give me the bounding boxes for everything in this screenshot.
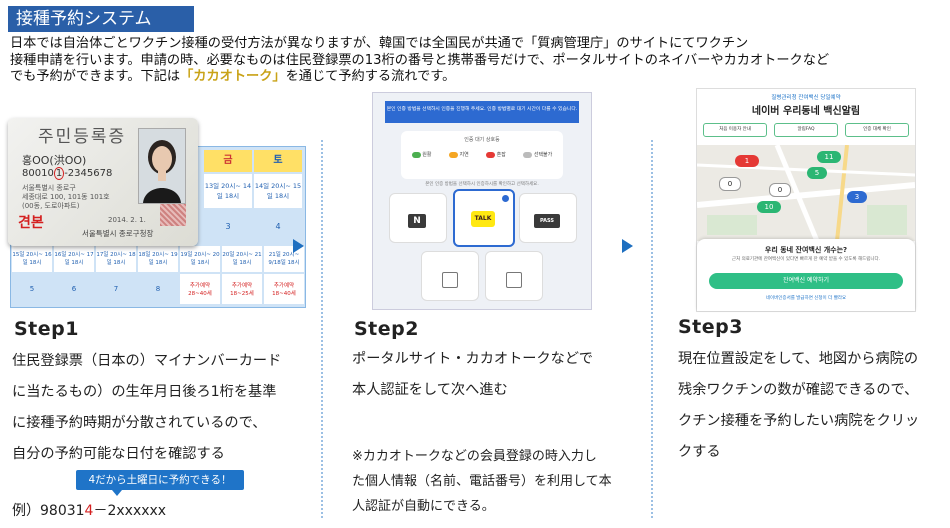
bank-icon [506,272,522,288]
auth-prompt: 본인 인증 방법을 선택하시 인증하시를 확인하고 선택하세요. [425,182,539,187]
id-card-issuer: 서울특별시 종로구청장 [82,229,154,238]
calendar-cell: 3 [204,210,252,244]
step2-description: ポータルサイト・カカオトークなどで本人認証をして次へ進む [352,351,593,398]
calendar-row: 15일 20시~ 16일 18시 16일 20시~ 17일 18시 17일 20… [12,246,304,272]
calendar-cell: 추가예약 28~40세 [180,274,220,304]
step3-description: 現在位置設定をして、地図から病院の残余ワクチンの数が確認できるので、クチン接種を… [678,351,920,460]
status-legend: 원활 지연 혼잡 선택불가 [403,151,561,158]
naver-auth-option[interactable]: N [389,193,447,243]
calendar-cell: 8 [138,274,178,304]
badge-pointer [112,490,122,496]
reserve-button[interactable]: 잔여백신 예약하기 [709,273,903,289]
kakaotalk-highlight: 「カカオトーク」 [180,69,286,84]
step2-title: Step2 [354,318,419,340]
step1-title: Step1 [14,318,79,340]
pass-auth-option[interactable]: PASS [519,193,577,243]
step3-title: Step3 [678,316,743,338]
status-legend-panel [401,131,563,179]
tab-faq[interactable]: 알림FAQ [774,123,838,137]
calendar-cell: 16일 20시~ 17일 18시 [54,246,94,272]
id-photo [138,128,186,204]
kakao-auth-option[interactable]: TALK [453,189,515,247]
naver-logo-icon: N [408,214,426,228]
next-arrow-icon [293,239,304,253]
calendar-cell: 19일 20시~ 20일 18시 [180,246,220,272]
selected-check-icon [502,195,509,202]
auth-banner: 본인 인증 방법을 선택하시 인증을 진행해 주세요. 인증 방법별로 대기 시… [385,101,579,123]
intro-line-1: 日本では自治体ごとワクチン接種の受付方法が異なりますが、韓国では全国民が共通で「… [10,36,749,51]
intro-text: 日本では自治体ごとワクチン接種の受付方法が異なりますが、韓国では全国民が共通で「… [10,36,940,86]
legend-item: 지연 [448,151,469,158]
example-number: 例）980314－2xxxxxx [12,503,167,519]
calendar-cell: 추가예약 18~40세 [264,274,304,304]
kakao-logo-icon: TALK [471,211,495,227]
map-area[interactable]: 1 11 5 3 10 0 0 [697,145,915,241]
sheet-text: 근처 의료기관에 잔여백신이 있다면 빠르게 잔 예약 받을 수 있도록 해드립… [731,257,881,262]
map-pin[interactable]: 5 [807,167,827,179]
bank-auth-option[interactable] [485,251,543,301]
vaccine-map-screen: 질병관리청 잔여백신 당일예약 네이버 우리동네 백신알림 처음 이용자 안내 … [696,88,916,312]
map-pin[interactable]: 0 [719,177,741,191]
id-card-seal [160,204,186,226]
legend-item: 혼잡 [486,151,506,158]
calendar-cell: 6 [54,274,94,304]
id-card-stamp: 견본 [18,215,44,231]
sheet-footer-link[interactable]: 네이버인증서를 발급하면 신청이 더 빨라요 [765,296,847,301]
map-tabs: 처음 이용자 안내 알림FAQ 인증 대체 확인 [703,123,909,137]
id-card-name: 홍OO(洪OO) [22,154,87,167]
id-card-date: 2014. 2. 1. [108,216,146,224]
cert-auth-option[interactable] [421,251,479,301]
calendar-row: 5 6 7 8 추가예약 28~40세 추가예약 18~25세 추가예약 18~… [12,274,304,304]
calendar-cell: 7 [96,274,136,304]
next-arrow-icon [622,239,633,253]
calendar-cell: 추가예약 18~25세 [222,274,262,304]
pass-logo-icon: PASS [534,214,560,228]
legend-item: 원활 [411,151,431,158]
map-pin[interactable]: 11 [817,151,841,163]
sheet-title: 우리 동네 잔여백신 개수는? [764,246,848,254]
calendar-header-sat: 토 [254,150,302,172]
weekday-badge: 4だから土曜日に予約できる！ [76,470,244,490]
legend-item: 선택불가 [523,151,552,158]
intro-line-3: でも予約ができます。下記は「カカオトーク」を通じて予約する流れです。 [10,69,456,84]
step2-note: ※カカオトークなどの会員登録の時入力した個人情報（名前、電話番号）を利用して本人… [352,449,612,514]
id-card-header: 주민등록증 [38,127,127,147]
calendar-cell: 14일 20시~ 15일 18시 [254,174,302,208]
map-heading: 네이버 우리동네 백신알림 [751,106,861,117]
divider [321,140,323,518]
calendar-cell: 4 [254,210,302,244]
calendar-cell: 20일 20시~ 21일 18시 [222,246,262,272]
certificate-icon [442,272,458,288]
legend-title: 인증 대기 상호등 [464,137,500,143]
tab-verify[interactable]: 인증 대체 확인 [845,123,909,137]
calendar-cell: 13일 20시~ 14일 18시 [204,174,252,208]
map-pin[interactable]: 1 [735,155,759,167]
step1-description: 住民登録票（日本の）マイナンバーカードに当たるもの）の生年月日後ろ1桁を基準に接… [12,353,282,462]
intro-line-2: 接種申請を行います。申請の時、必要なものは住民登録票の13桁の番号と携帯番号だけ… [10,52,830,68]
map-pin[interactable]: 10 [757,201,781,213]
calendar-cell: 5 [12,274,52,304]
calendar-cell: 18일 20시~ 19일 18시 [138,246,178,272]
map-subtitle: 질병관리청 잔여백신 당일예약 [771,95,841,101]
bottom-sheet: 우리 동네 잔여백신 개수는? 근처 의료기관에 잔여백신이 있다면 빠르게 잔… [697,239,915,311]
calendar-header-fri: 금 [204,150,252,172]
map-pin[interactable]: 0 [769,183,791,197]
calendar-cell: 17일 20시~ 18일 18시 [96,246,136,272]
page-title: 接種予約システム [8,6,194,32]
calendar-cell: 15일 20시~ 16일 18시 [12,246,52,272]
divider [651,140,653,518]
map-pin[interactable]: 3 [847,191,867,203]
tab-guide[interactable]: 처음 이용자 안내 [703,123,767,137]
auth-screen: 본인 인증 방법을 선택하시 인증을 진행해 주세요. 인증 방법별로 대기 시… [372,92,592,310]
